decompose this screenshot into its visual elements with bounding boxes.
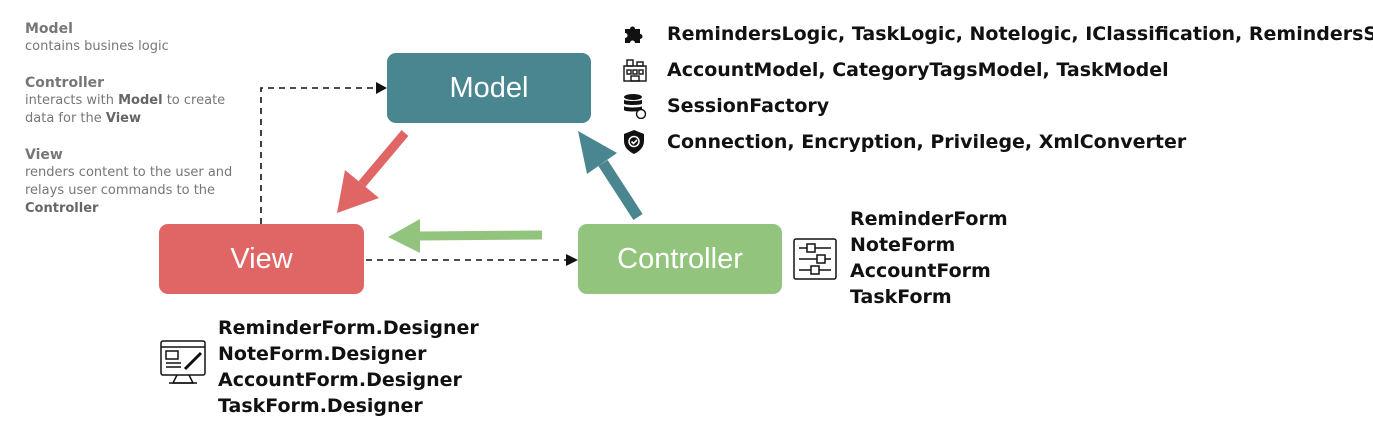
controller-components-list: ReminderForm NoteForm AccountForm TaskFo… bbox=[850, 206, 1008, 310]
legend-controller: Controller interacts with Model to creat… bbox=[25, 74, 235, 128]
legend-model-title: Model bbox=[25, 21, 73, 37]
model-component-text: SessionFactory bbox=[667, 95, 830, 117]
legend-controller-desc-mid: to create data for the bbox=[25, 93, 226, 126]
controller-component: TaskForm bbox=[850, 286, 952, 308]
controller-to-view-arrow bbox=[388, 219, 543, 253]
legend-view-desc-controller: Controller bbox=[25, 201, 99, 216]
model-component-text: RemindersLogic, TaskLogic, Notelogic, IC… bbox=[667, 23, 1373, 45]
puzzle-icon bbox=[622, 21, 652, 47]
view-box: View bbox=[159, 224, 364, 294]
controller-box: Controller bbox=[578, 224, 782, 294]
view-component: NoteForm.Designer bbox=[218, 343, 427, 365]
form-settings-icon bbox=[793, 238, 837, 284]
controller-component: AccountForm bbox=[850, 260, 991, 282]
model-component-row: RemindersLogic, TaskLogic, Notelogic, IC… bbox=[622, 16, 1373, 52]
legend-model: Model contains busines logic bbox=[25, 20, 235, 56]
model-to-view-arrow bbox=[337, 130, 409, 213]
controller-to-model-arrow bbox=[578, 131, 643, 220]
view-to-model-dashed-connector bbox=[260, 87, 378, 224]
view-components-list: ReminderForm.Designer NoteForm.Designer … bbox=[218, 315, 479, 419]
legend-controller-title: Controller bbox=[25, 75, 105, 91]
legend-view: View renders content to the user and rel… bbox=[25, 146, 235, 218]
monitor-design-icon bbox=[159, 339, 207, 391]
building-icon bbox=[622, 57, 652, 83]
view-component: ReminderForm.Designer bbox=[218, 317, 479, 339]
view-to-controller-arrowhead bbox=[566, 254, 578, 266]
model-components-list: RemindersLogic, TaskLogic, Notelogic, IC… bbox=[622, 16, 1373, 160]
legend-controller-desc-model: Model bbox=[118, 93, 163, 108]
view-component: AccountForm.Designer bbox=[218, 369, 462, 391]
controller-component: ReminderForm bbox=[850, 208, 1008, 230]
model-component-row: AccountModel, CategoryTagsModel, TaskMod… bbox=[622, 52, 1373, 88]
model-box: Model bbox=[387, 53, 591, 123]
model-component-text: Connection, Encryption, Privilege, XmlCo… bbox=[667, 131, 1187, 153]
view-to-model-arrowhead bbox=[376, 82, 387, 94]
legend-controller-desc-pre: interacts with bbox=[25, 93, 119, 108]
mvc-legend: Model contains busines logic Controller … bbox=[25, 20, 235, 236]
model-component-text: AccountModel, CategoryTagsModel, TaskMod… bbox=[667, 59, 1169, 81]
legend-view-desc: renders content to the user and relays u… bbox=[25, 164, 235, 218]
shield-check-icon bbox=[622, 129, 652, 155]
legend-model-desc: contains busines logic bbox=[25, 39, 169, 54]
legend-view-title: View bbox=[25, 147, 63, 163]
model-component-row: SessionFactory bbox=[622, 88, 1373, 124]
legend-controller-desc-view: View bbox=[105, 111, 142, 126]
legend-controller-desc: interacts with Model to create data for … bbox=[25, 92, 235, 128]
legend-view-desc-pre: renders content to the user and relays u… bbox=[25, 165, 233, 198]
database-icon bbox=[622, 93, 652, 119]
controller-component: NoteForm bbox=[850, 234, 956, 256]
view-component: TaskForm.Designer bbox=[218, 395, 423, 417]
model-component-row: Connection, Encryption, Privilege, XmlCo… bbox=[622, 124, 1373, 160]
